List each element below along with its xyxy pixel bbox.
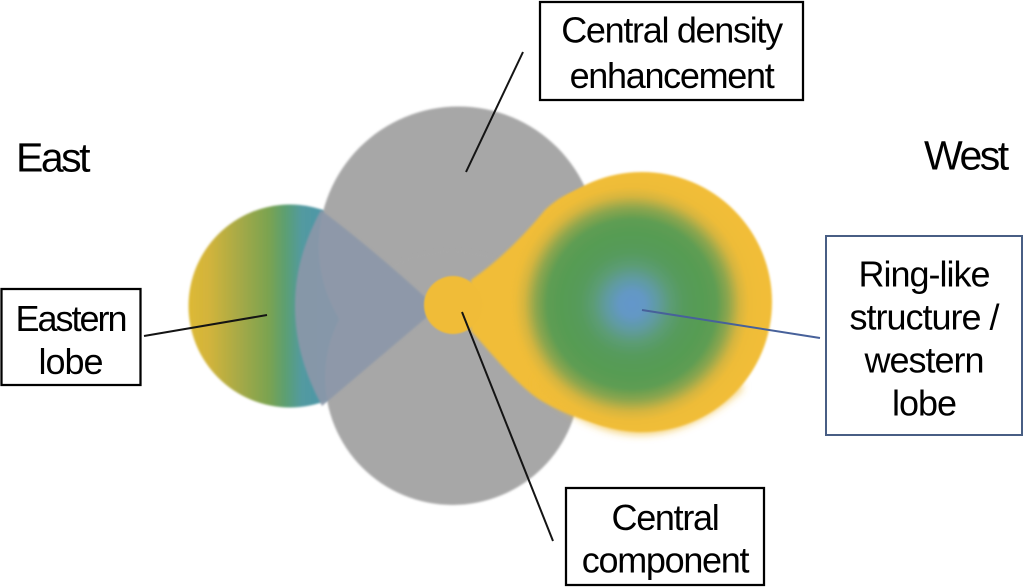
svg-text:structure /: structure / xyxy=(849,297,999,338)
svg-text:Ring-like: Ring-like xyxy=(858,254,989,295)
svg-text:Eastern: Eastern xyxy=(15,298,125,339)
svg-text:lobe: lobe xyxy=(38,341,102,382)
svg-text:East: East xyxy=(16,135,91,181)
svg-text:Central: Central xyxy=(612,497,719,538)
svg-text:West: West xyxy=(924,133,1010,179)
svg-text:western: western xyxy=(863,340,983,381)
svg-text:Central density: Central density xyxy=(561,10,783,51)
svg-text:enhancement: enhancement xyxy=(570,55,775,96)
svg-text:lobe: lobe xyxy=(892,383,956,424)
svg-text:component: component xyxy=(582,540,750,581)
